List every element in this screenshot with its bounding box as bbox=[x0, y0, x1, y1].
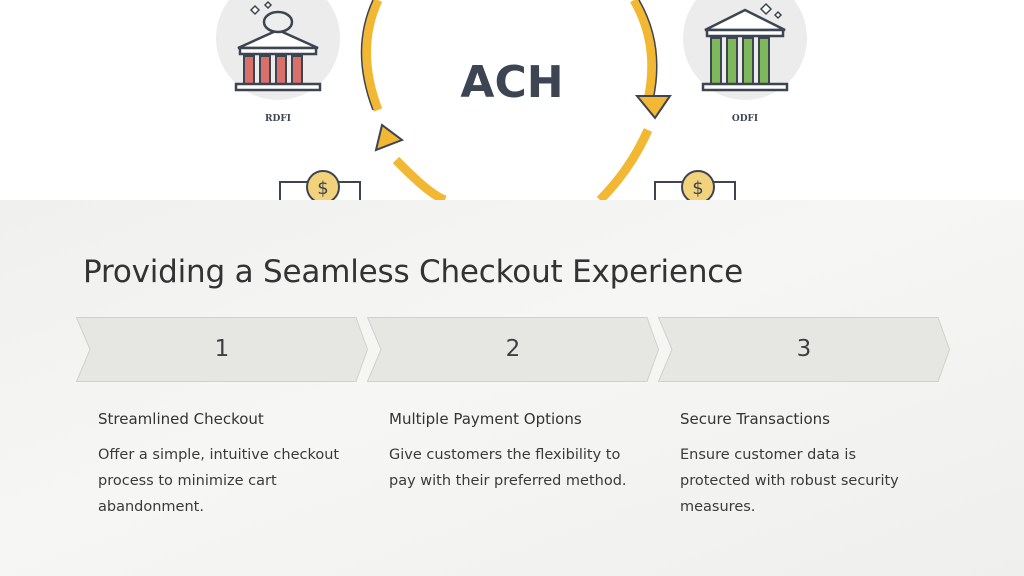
rdfi-bank-icon bbox=[234, 0, 322, 92]
step-column-3: Secure Transactions Ensure customer data… bbox=[680, 410, 930, 520]
step-description: Give customers the flexibility to pay wi… bbox=[389, 447, 627, 489]
step-column-1: Streamlined Checkout Offer a simple, int… bbox=[98, 410, 348, 520]
step-heading: Multiple Payment Options bbox=[389, 410, 582, 428]
page-title: Providing a Seamless Checkout Experience bbox=[83, 254, 743, 290]
step-description: Ensure customer data is protected with r… bbox=[680, 447, 899, 515]
document-coin-icon: $ bbox=[279, 170, 361, 200]
arrow-head-icon bbox=[634, 95, 672, 120]
document-coin-icon: $ bbox=[654, 170, 736, 200]
odfi-label: ODFI bbox=[732, 114, 758, 124]
step-heading: Streamlined Checkout bbox=[98, 410, 264, 428]
cycle-arrows-icon bbox=[360, 0, 658, 200]
arrow-head-icon bbox=[374, 123, 405, 152]
hero-image: RDFI ODFI ACH $ bbox=[0, 0, 1024, 200]
svg-text:$: $ bbox=[317, 178, 328, 199]
step-number: 1 bbox=[214, 336, 230, 362]
step-description: Offer a simple, intuitive checkout proce… bbox=[98, 447, 340, 515]
ach-diagram: RDFI ODFI ACH $ bbox=[216, 0, 807, 200]
step-chevron-2: 2 bbox=[367, 317, 659, 382]
ach-label: ACH bbox=[460, 57, 563, 108]
rdfi-label: RDFI bbox=[265, 114, 291, 124]
content-section: Providing a Seamless Checkout Experience… bbox=[0, 200, 1024, 576]
step-chevron-3: 3 bbox=[658, 317, 950, 382]
step-number: 3 bbox=[796, 336, 812, 362]
svg-text:$: $ bbox=[692, 178, 703, 199]
step-heading: Secure Transactions bbox=[680, 410, 830, 428]
step-number: 2 bbox=[505, 336, 521, 362]
step-column-2: Multiple Payment Options Give customers … bbox=[389, 410, 639, 494]
step-chevron-1: 1 bbox=[76, 317, 368, 382]
odfi-bank-icon bbox=[701, 2, 789, 92]
